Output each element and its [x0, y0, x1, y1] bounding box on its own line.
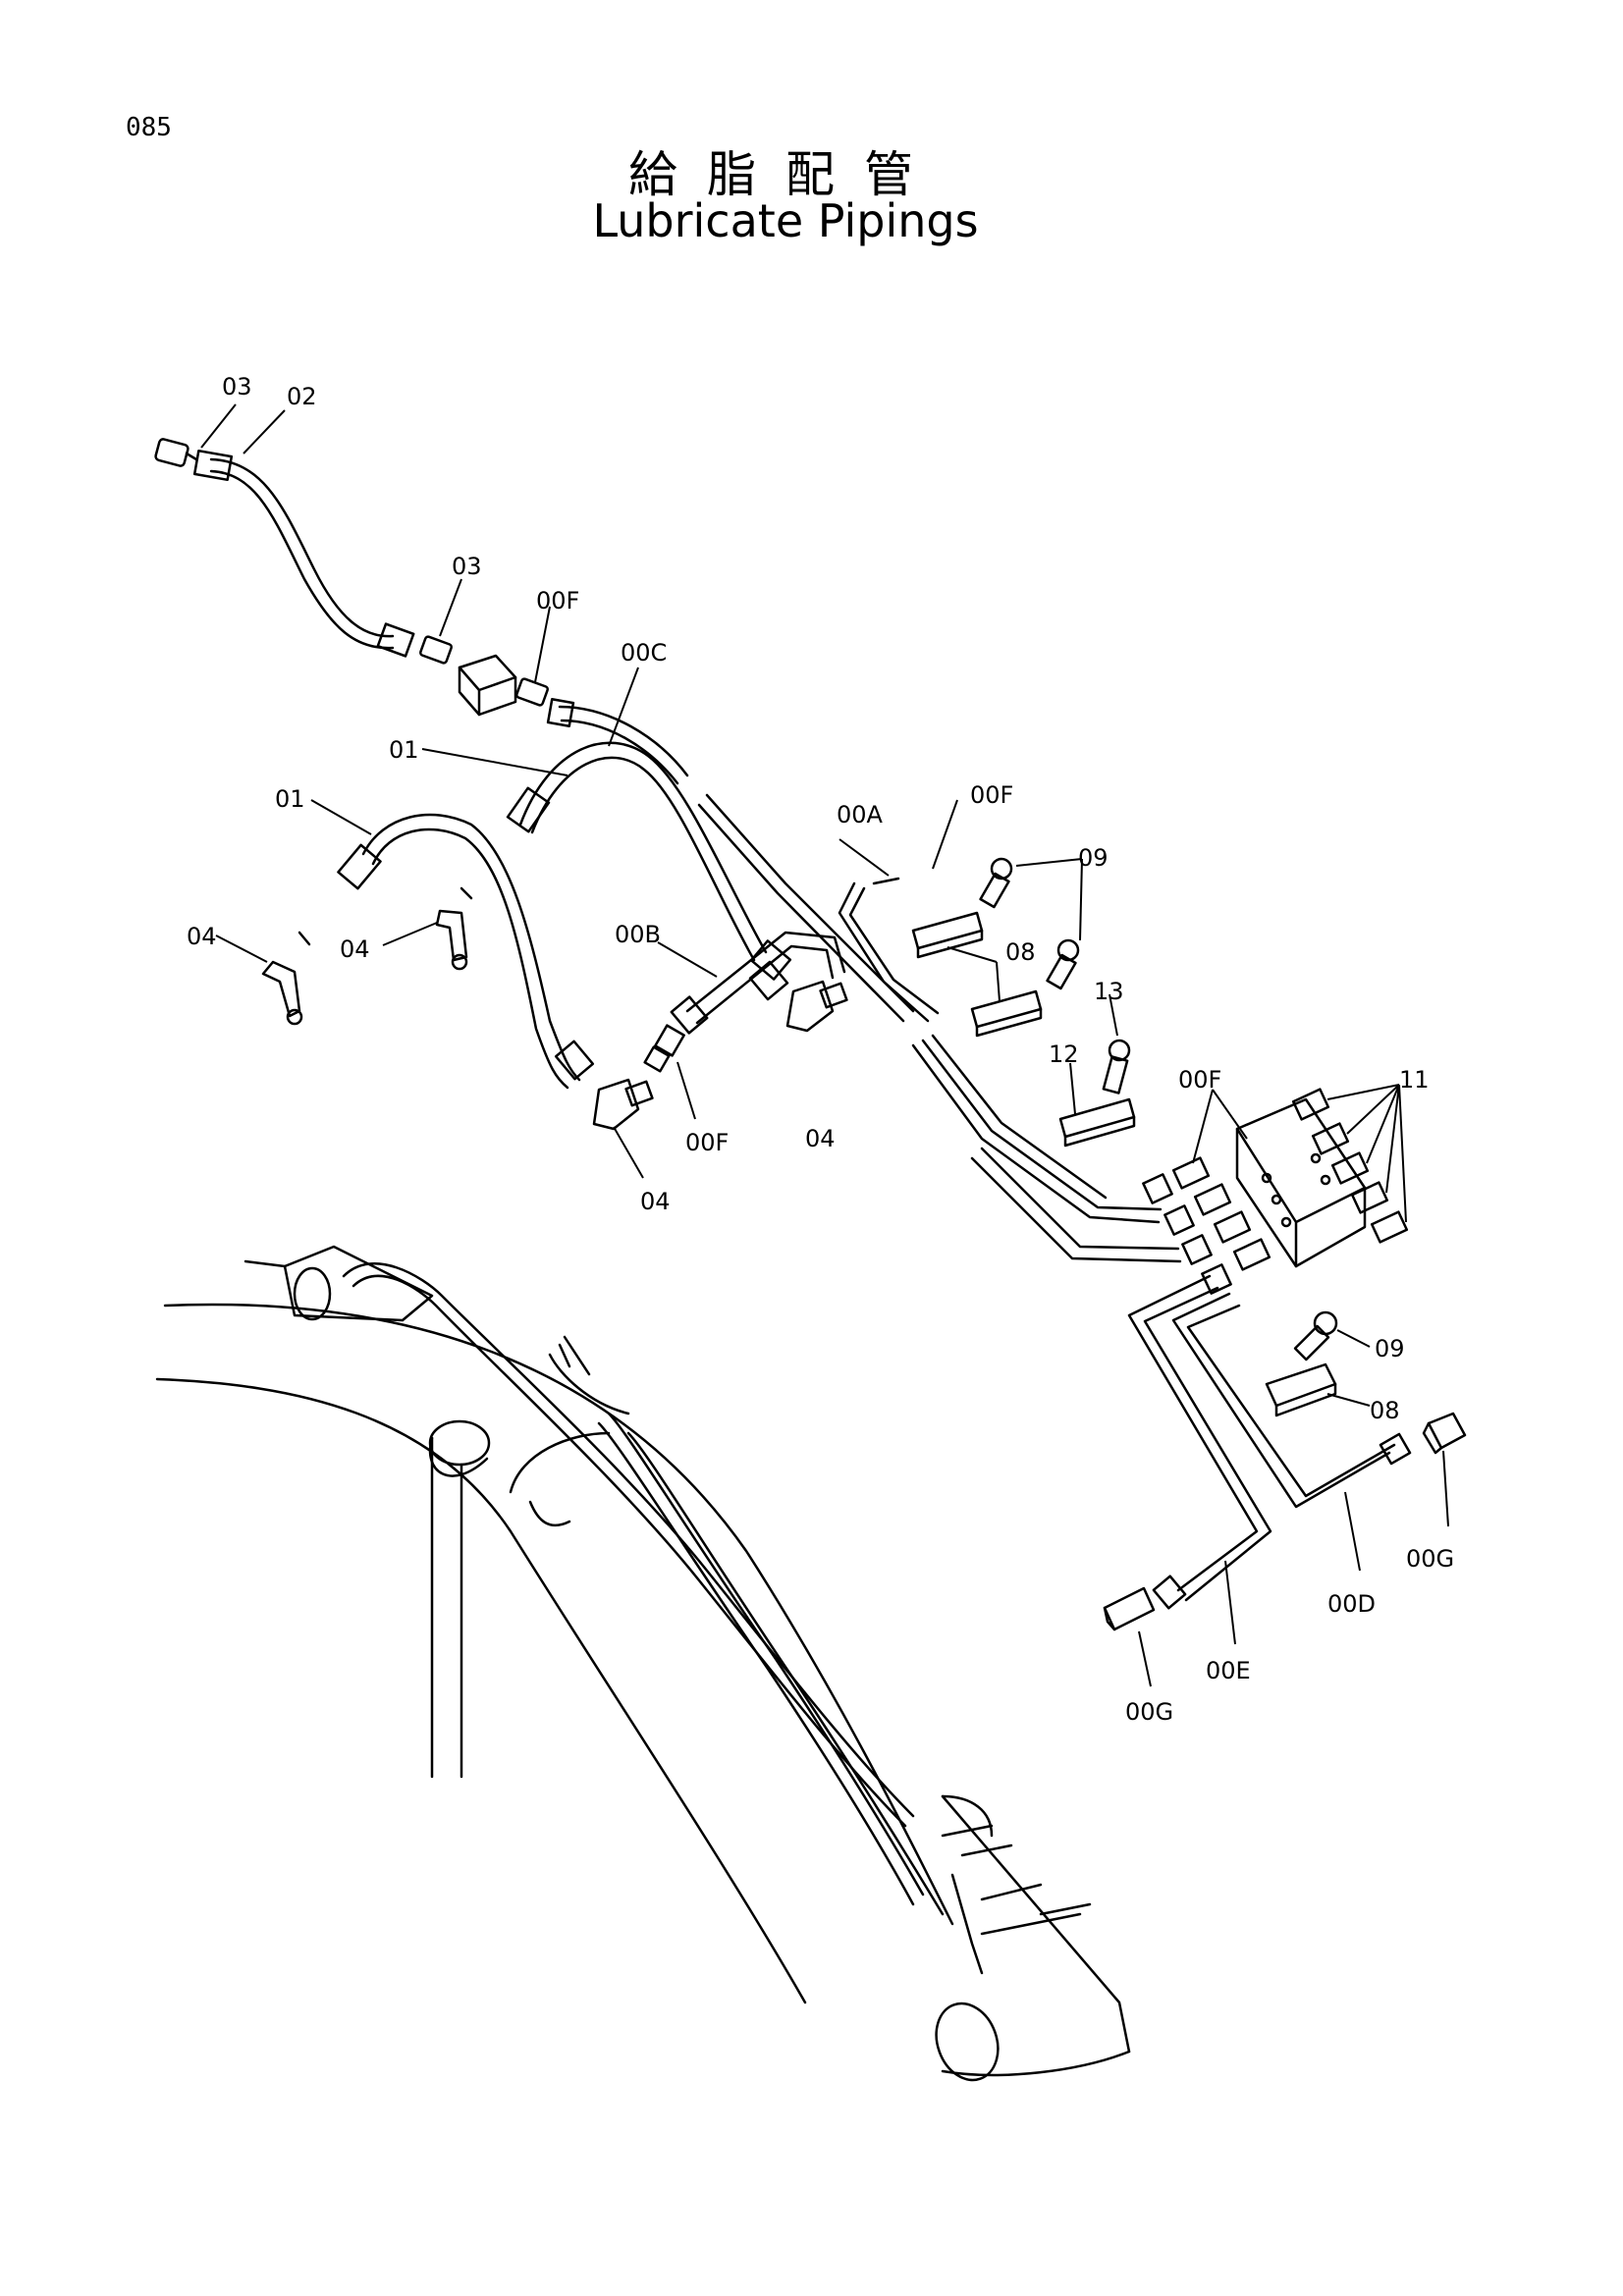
hose-02	[192, 449, 415, 658]
grease-nipples-11	[1291, 1088, 1409, 1244]
bracket-08-lower	[1265, 1362, 1337, 1417]
hose-01-left	[337, 813, 595, 1090]
callout-11: 11	[1399, 1066, 1430, 1094]
pipe-group-00a	[697, 793, 1182, 1263]
callout-08: 08	[1370, 1397, 1400, 1424]
elbow-04-left	[261, 931, 311, 1026]
fitting-03-lower	[419, 635, 453, 665]
callout-00f: 00F	[685, 1129, 729, 1156]
nipples-00f-manifold	[1142, 1156, 1271, 1295]
bracket-08-upper-a	[911, 911, 984, 959]
pipe-00d	[1171, 1292, 1412, 1509]
elbow-04-lower	[592, 1078, 654, 1131]
callout-04: 04	[340, 935, 370, 963]
bolt-13	[1102, 1039, 1131, 1095]
cap-00g-left	[1103, 1586, 1156, 1631]
callout-04: 04	[805, 1125, 836, 1152]
callout-09: 09	[1078, 844, 1109, 872]
callout-04: 04	[187, 923, 217, 950]
page-number: 085	[126, 113, 172, 142]
boom-arm	[155, 1245, 1131, 2082]
callout-00g: 00G	[1125, 1698, 1173, 1726]
callouts: 03 02 03 00F 00C 01 01 04 04 00B 00F 04 …	[187, 373, 1454, 1726]
callout-00f: 00F	[1178, 1066, 1221, 1094]
callout-03: 03	[452, 553, 482, 580]
callout-01: 01	[275, 785, 305, 813]
block-00f	[458, 654, 517, 717]
title-japanese: 給脂配管	[628, 146, 943, 203]
cap-00g-right	[1422, 1412, 1467, 1455]
callout-01: 01	[389, 736, 419, 764]
nipple-00f-upper	[515, 677, 549, 707]
callout-02: 02	[287, 383, 317, 410]
callout-00a: 00A	[837, 801, 884, 828]
manifold-block	[1235, 1097, 1367, 1268]
boom-piping	[342, 1262, 1092, 1975]
callout-04: 04	[640, 1188, 671, 1215]
fitting-03-upper	[154, 438, 198, 467]
callout-13: 13	[1094, 978, 1124, 1005]
callout-00b: 00B	[615, 921, 661, 948]
pipe-00c	[546, 698, 689, 785]
callout-00d: 00D	[1327, 1590, 1376, 1618]
pipe-00e	[1127, 1274, 1272, 1610]
elbow-04-middle	[435, 886, 473, 971]
callout-00g: 00G	[1406, 1545, 1454, 1573]
bracket-12	[1058, 1097, 1136, 1148]
callout-03: 03	[222, 373, 252, 400]
bolt-09-upper-a	[979, 857, 1013, 909]
elbow-04-right	[785, 980, 848, 1033]
hose-01-right	[506, 741, 792, 981]
callout-00f: 00F	[970, 781, 1013, 809]
callout-00f: 00F	[536, 587, 579, 614]
callout-09: 09	[1375, 1335, 1405, 1362]
pipe-00b	[670, 931, 846, 1035]
bolt-09-upper-b	[1046, 938, 1080, 990]
nipple-00f-middle	[643, 1024, 685, 1073]
callout-00e: 00E	[1206, 1657, 1251, 1684]
leader-lines	[200, 403, 1449, 1687]
callout-08: 08	[1005, 938, 1036, 966]
title-english: Lubricate Pipings	[592, 194, 979, 247]
bracket-08-upper-b	[970, 989, 1043, 1038]
callout-00c: 00C	[621, 639, 667, 667]
bolt-09-lower	[1293, 1310, 1338, 1362]
callout-12: 12	[1049, 1041, 1079, 1068]
